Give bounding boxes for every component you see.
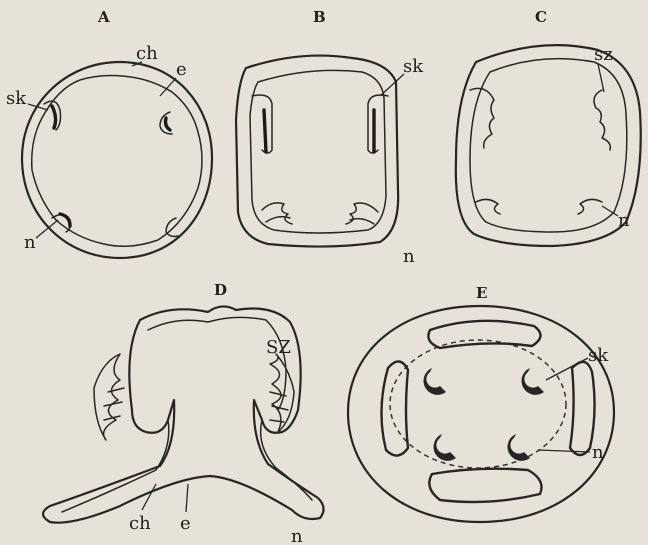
panel-b: B sk n xyxy=(236,8,424,267)
panel-e-leader-n xyxy=(538,450,590,452)
panel-d-septal-folds-left xyxy=(104,388,124,420)
panel-e-label-n: n xyxy=(592,442,604,463)
panel-a-letter: A xyxy=(97,8,110,26)
panel-a: A ch e sk n xyxy=(6,8,212,258)
panel-a-label-ch: ch xyxy=(136,43,158,64)
panel-d-label-ch: ch xyxy=(129,513,151,534)
panel-e-compartment-left xyxy=(381,361,408,455)
panel-d-label-n: n xyxy=(291,526,303,545)
panel-c-label-sz: sz xyxy=(594,44,613,65)
panel-d-septal-folds-right xyxy=(270,392,288,422)
panel-c-septal-zone-bottom-left xyxy=(476,199,500,214)
panel-a-label-e: e xyxy=(176,59,187,80)
panel-a-skeletal-plate-left xyxy=(52,106,56,128)
panel-d-label-sz: SZ xyxy=(266,337,291,358)
panel-b-leader-sk xyxy=(380,74,404,96)
panel-c-inner-outline xyxy=(470,59,627,232)
panel-d-septal-zone-left xyxy=(94,354,120,440)
panel-a-chorion-outline xyxy=(22,62,212,258)
panel-b-septal-fold-right xyxy=(346,203,378,224)
panel-a-skeletal-plate-right xyxy=(166,118,171,130)
panel-d-letter: D xyxy=(214,281,227,299)
panel-d-leader-ch xyxy=(142,484,156,510)
panel-a-leader-n xyxy=(36,220,58,238)
panel-e-horseshoe-bottom-left xyxy=(434,434,456,461)
panel-e-letter: E xyxy=(476,284,487,302)
panel-c-letter: C xyxy=(535,8,547,26)
panel-e-dashed-ring xyxy=(390,340,566,468)
panel-d-label-e: e xyxy=(180,513,191,534)
panel-b-fold-left xyxy=(252,95,272,153)
panel-e-compartment-right xyxy=(570,362,595,455)
panel-e-horseshoe-top-right xyxy=(522,368,544,395)
panel-e-compartment-bottom xyxy=(429,469,541,502)
panel-b-label-n: n xyxy=(403,246,415,267)
panel-c-leader-sz xyxy=(598,64,604,92)
panel-e-horseshoe-bottom-right xyxy=(508,434,530,461)
panel-e: E sk n xyxy=(348,284,614,522)
panel-b-septal-fold-right-b xyxy=(350,219,374,224)
panel-a-label-sk: sk xyxy=(6,88,27,109)
panel-a-label-n: n xyxy=(24,232,36,253)
panel-b-label-sk: sk xyxy=(403,56,424,77)
panel-b-skeletal-plate-left xyxy=(264,110,266,152)
panel-e-label-sk: sk xyxy=(588,345,609,366)
panel-c-septal-zone-bottom-right xyxy=(578,199,602,214)
panel-a-fold-bottom-right xyxy=(166,218,178,237)
panel-d: D SZ ch e n xyxy=(43,281,324,545)
panel-e-horseshoe-top-left xyxy=(424,368,446,395)
panel-c-label-n: n xyxy=(618,210,630,231)
panel-c: C sz n xyxy=(456,8,641,246)
panel-c-septal-zone-top-right xyxy=(594,90,610,150)
panel-d-leader-e xyxy=(186,484,188,512)
panel-b-letter: B xyxy=(313,8,326,26)
